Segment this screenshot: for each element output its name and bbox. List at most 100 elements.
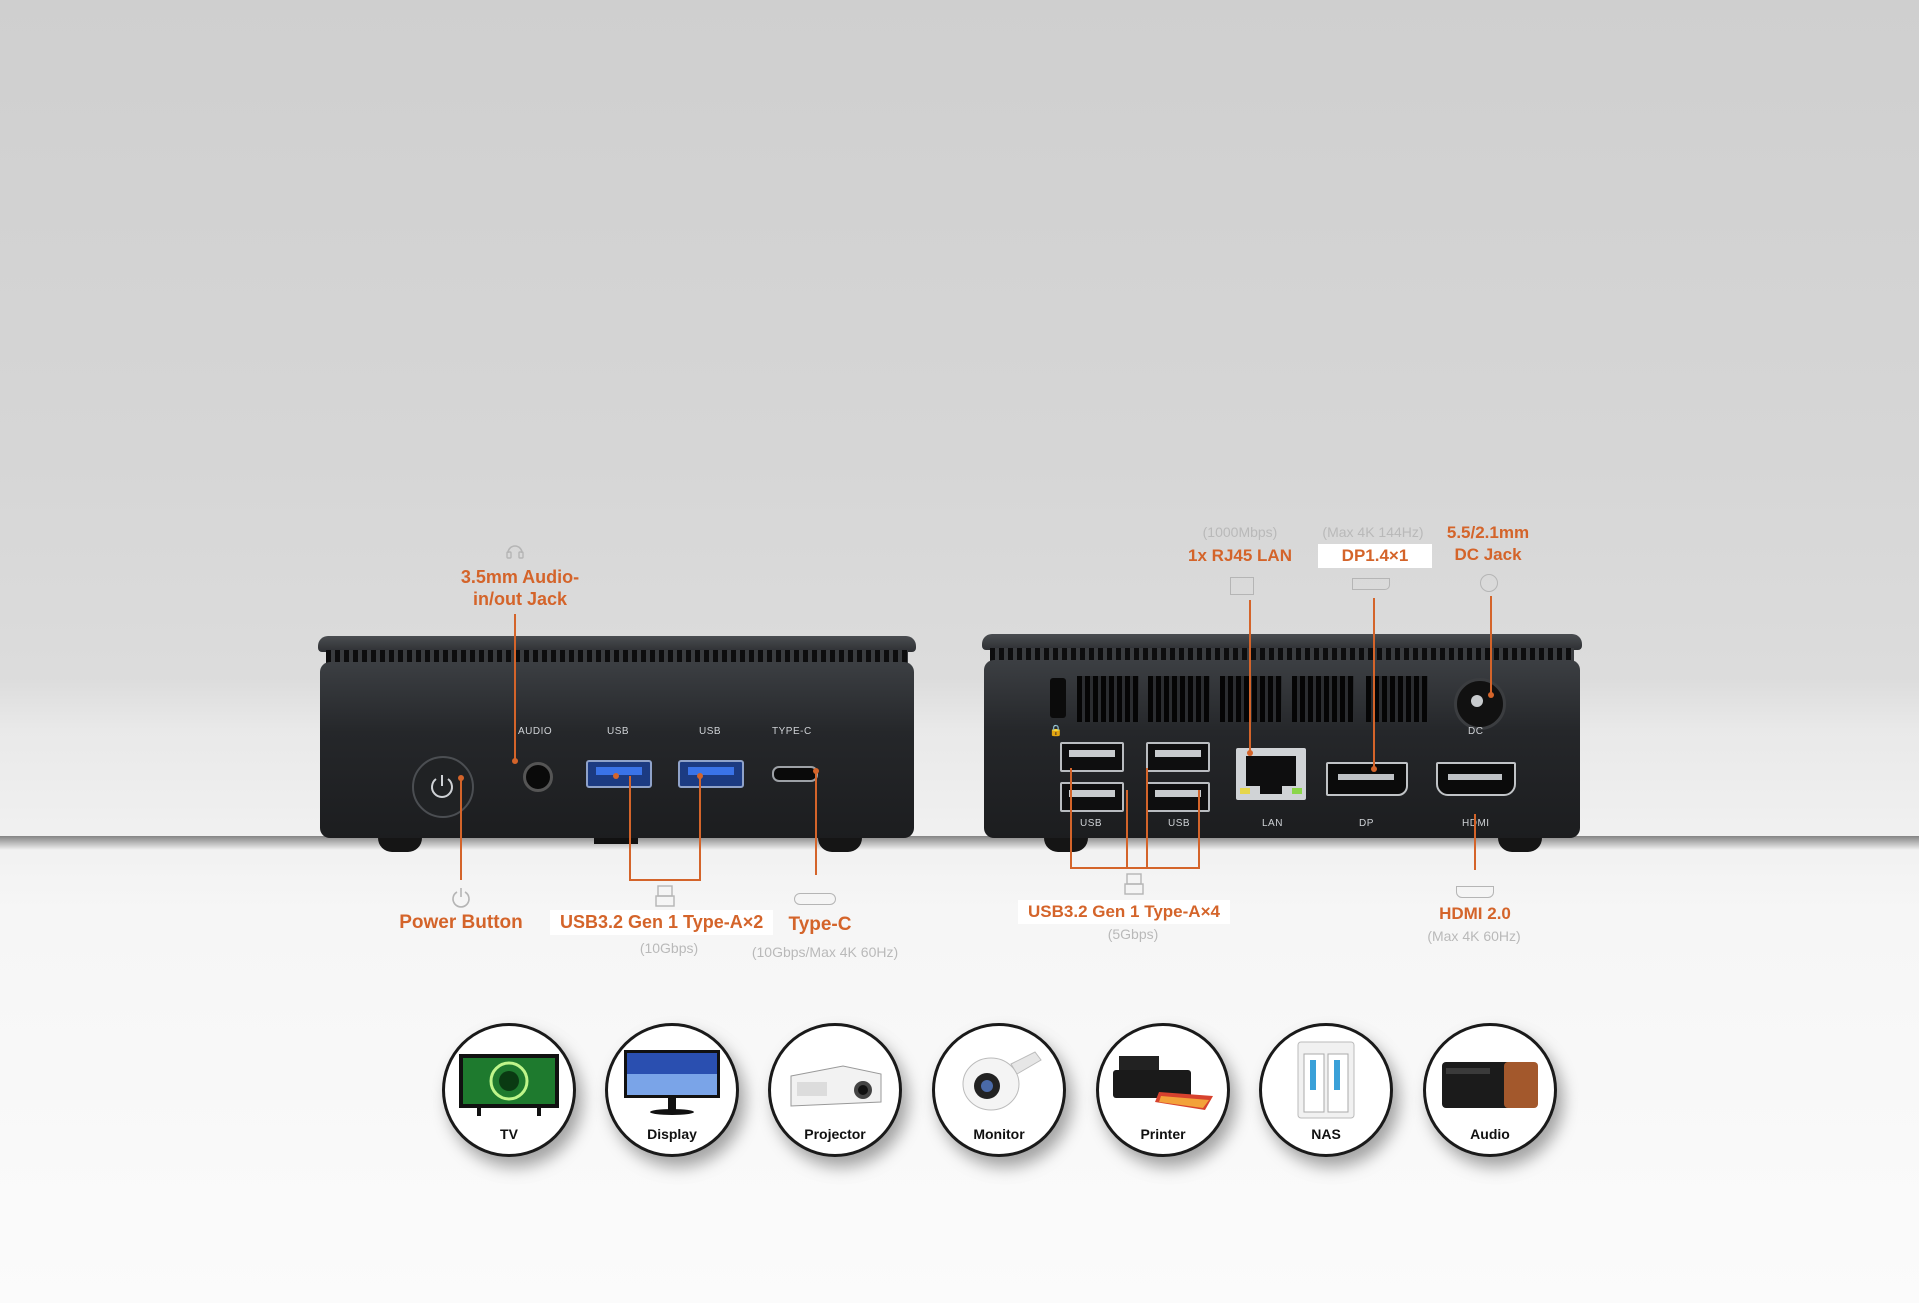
- usb-front-line-1: [629, 776, 631, 880]
- dc-leader-line: [1490, 596, 1492, 694]
- nas-icon: [1297, 1041, 1355, 1119]
- rear-usb-label-2: USB: [1168, 818, 1191, 829]
- rear-vent-5: [1366, 676, 1428, 722]
- dp-callout-sub: (Max 4K 144Hz): [1322, 524, 1424, 540]
- usb-rear-line-1: [1070, 768, 1072, 868]
- front-usb-port-2[interactable]: [678, 760, 744, 788]
- front-slot: [594, 838, 638, 844]
- app-printer-label: Printer: [1140, 1126, 1186, 1142]
- usb-rear-outline-icon: [1124, 873, 1144, 895]
- rear-vent-1: [1077, 676, 1139, 722]
- power-leader-line: [460, 778, 462, 880]
- power-button[interactable]: [412, 756, 474, 818]
- dc-outline-icon: [1480, 574, 1498, 592]
- app-monitor: Monitor: [932, 1023, 1066, 1157]
- rear-foot-right: [1498, 838, 1542, 852]
- audio-jack-callout-line2: in/out Jack: [472, 589, 568, 609]
- dc-callout-line1: 5.5/2.1mm: [1446, 523, 1530, 542]
- typec-port-label: TYPE-C: [772, 726, 812, 737]
- display-icon: [624, 1050, 720, 1115]
- usb-front-bracket: [629, 879, 701, 881]
- audio-jack-callout-line1: 3.5mm Audio-: [460, 567, 580, 587]
- dp-port[interactable]: [1326, 762, 1408, 796]
- rear-foot-left: [1044, 838, 1088, 852]
- rear-body: 🔒 DC USB USB LAN DP HDM: [984, 660, 1580, 838]
- usb-rear-bracket: [1070, 867, 1200, 869]
- dp-port-label: DP: [1359, 818, 1374, 829]
- printer-icon: [1113, 1056, 1213, 1110]
- front-foot-right: [818, 838, 862, 852]
- dc-leader-dot: [1488, 692, 1494, 698]
- headphone-icon: [506, 545, 524, 559]
- audio-jack[interactable]: [523, 762, 553, 792]
- usb-front-callout-sub: (10Gbps): [639, 940, 699, 956]
- app-display-label: Display: [647, 1126, 697, 1142]
- typec-callout: Type-C: [788, 914, 852, 935]
- hdmi-callout: HDMI 2.0: [1439, 904, 1511, 923]
- audio-leader-dot: [512, 758, 518, 764]
- front-foot-left: [378, 838, 422, 852]
- audio-leader-line: [514, 614, 516, 760]
- usb-rear-line-2: [1126, 790, 1128, 868]
- shelf-shadow: [0, 836, 1919, 850]
- hdmi-port[interactable]: [1436, 762, 1516, 796]
- app-tv-label: TV: [500, 1126, 518, 1142]
- usb-front-callout: USB3.2 Gen 1 Type-A×2: [550, 910, 774, 935]
- rear-lid: [982, 634, 1582, 650]
- rear-vent-4: [1292, 676, 1354, 722]
- usb-rear-line-4: [1198, 790, 1200, 868]
- dc-callout-line2: DC Jack: [1454, 545, 1522, 564]
- app-nas: NAS: [1259, 1023, 1393, 1157]
- app-tv: TV: [442, 1023, 576, 1157]
- dp-leader-line: [1373, 598, 1375, 768]
- lan-port[interactable]: [1236, 748, 1306, 800]
- app-projector-label: Projector: [804, 1126, 866, 1142]
- rear-vent-3: [1220, 676, 1282, 722]
- lan-callout-sub: (1000Mbps): [1202, 524, 1278, 540]
- dp-outline-icon: [1352, 578, 1390, 590]
- dc-port-label: DC: [1468, 726, 1484, 737]
- rear-usb-port-4[interactable]: [1146, 782, 1210, 812]
- power-outline-icon: [452, 888, 470, 908]
- dc-jack[interactable]: [1454, 678, 1506, 730]
- projector-icon: [790, 1065, 882, 1107]
- usb-port-label-2: USB: [699, 726, 722, 737]
- app-audio-label: Audio: [1470, 1126, 1510, 1142]
- rear-vents: [990, 648, 1574, 662]
- app-audio: Audio: [1423, 1023, 1557, 1157]
- usb-rear-callout: USB3.2 Gen 1 Type-A×4: [1018, 900, 1230, 924]
- lan-leader-dot: [1247, 750, 1253, 756]
- tv-icon: [459, 1054, 559, 1116]
- app-projector: Projector: [768, 1023, 902, 1157]
- rear-usb-label-1: USB: [1080, 818, 1103, 829]
- dp-callout: DP1.4×1: [1318, 544, 1432, 568]
- power-icon: [431, 775, 453, 798]
- lan-outline-icon: [1230, 577, 1254, 595]
- usb-rear-callout-sub: (5Gbps): [1107, 926, 1159, 942]
- app-monitor-label: Monitor: [973, 1126, 1025, 1142]
- front-vents: [326, 650, 908, 664]
- front-usb-port-1[interactable]: [586, 760, 652, 788]
- dc-callout: 5.5/2.1mm DC Jack: [1430, 522, 1546, 566]
- front-lid: [318, 636, 916, 652]
- kensington-lock-slot[interactable]: [1050, 678, 1066, 718]
- power-callout: Power Button: [399, 912, 523, 933]
- lock-icon: 🔒: [1049, 725, 1063, 737]
- hdmi-outline-icon: [1456, 886, 1494, 898]
- usb-outline-icon: [655, 885, 675, 907]
- app-nas-label: NAS: [1311, 1126, 1341, 1142]
- typec-outline-icon: [794, 893, 836, 905]
- camera-icon: [962, 1051, 1042, 1111]
- lan-callout: 1x RJ45 LAN: [1188, 546, 1292, 565]
- front-body: AUDIO USB USB TYPE-C: [320, 662, 914, 838]
- typec-leader-line: [815, 771, 817, 875]
- typec-port[interactable]: [772, 766, 818, 782]
- hdmi-callout-sub: (Max 4K 60Hz): [1427, 928, 1521, 944]
- rear-usb-port-1[interactable]: [1060, 742, 1124, 772]
- rear-usb-port-2[interactable]: [1146, 742, 1210, 772]
- usb-rear-line-3: [1146, 768, 1148, 868]
- dc-jack-pin: [1471, 695, 1483, 707]
- speaker-icon: [1442, 1062, 1538, 1108]
- typec-callout-sub: (10Gbps/Max 4K 60Hz): [751, 944, 899, 960]
- usb-front-dot-1: [613, 773, 619, 779]
